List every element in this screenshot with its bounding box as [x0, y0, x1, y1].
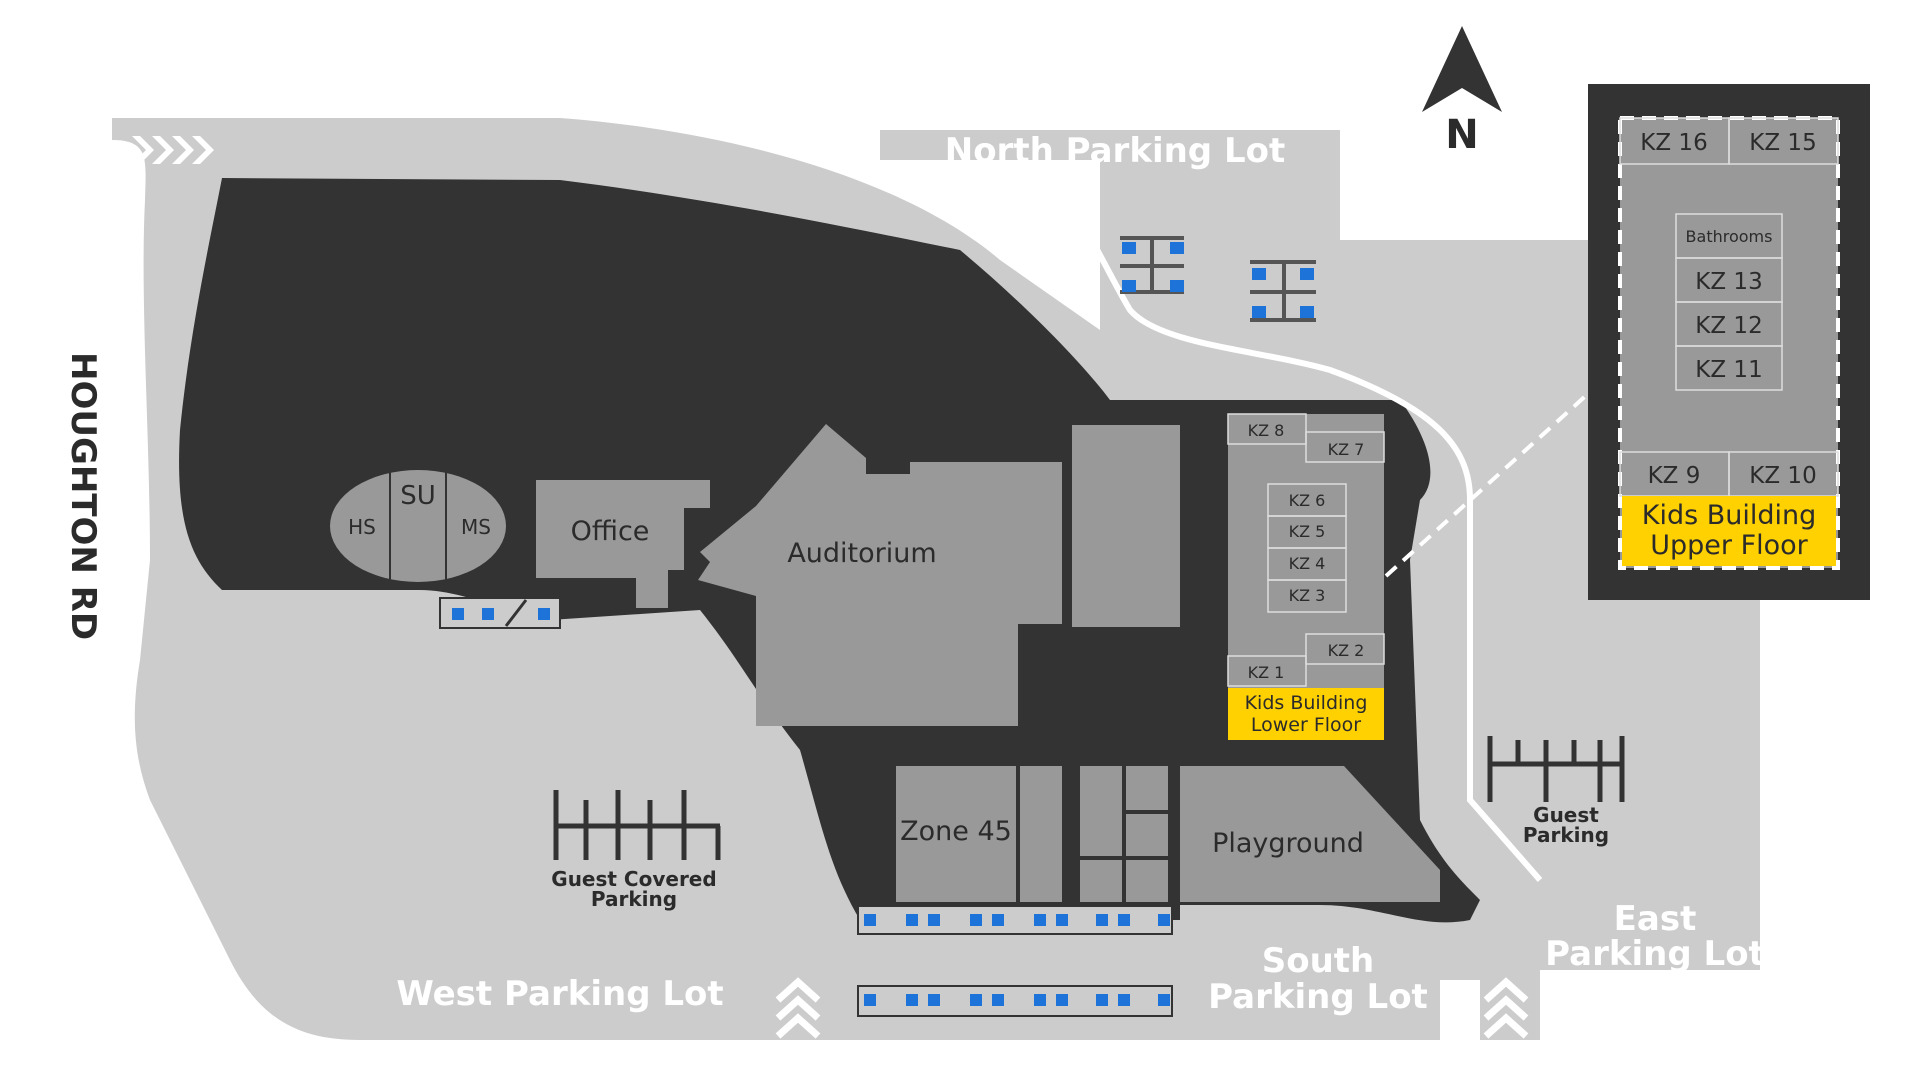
small-rooms-block	[1080, 766, 1168, 902]
kz13-label: KZ 13	[1695, 269, 1762, 295]
roadway-line	[1018, 157, 1543, 882]
kz11-label: KZ 11	[1695, 357, 1762, 383]
north-arrow-icon: N	[1422, 26, 1502, 158]
su-label: SU	[400, 481, 436, 511]
accessible-parking-icon	[538, 608, 550, 620]
guest-covered-label-1: Guest Covered	[551, 867, 716, 891]
road-label: HOUGHTON RD	[63, 352, 103, 640]
kids-upper-label-1: Kids Building	[1642, 500, 1817, 531]
kids-lower-label-2: Lower Floor	[1251, 714, 1361, 736]
kz16-label: KZ 16	[1640, 130, 1707, 156]
accessible-parking-su	[439, 597, 561, 629]
west-lot-label: West Parking Lot	[396, 974, 723, 1014]
compass-label: N	[1445, 112, 1478, 158]
kz2-label: KZ 2	[1328, 641, 1365, 660]
playground-area: Playground	[1180, 766, 1440, 902]
kids-upper-label-2: Upper Floor	[1650, 530, 1808, 561]
kz4-label: KZ 4	[1289, 554, 1326, 573]
kz1-label: KZ 1	[1248, 663, 1285, 682]
kz12-label: KZ 12	[1695, 313, 1762, 339]
accessible-parking-icon	[452, 608, 464, 620]
accessible-parking-icon	[482, 608, 494, 620]
kz8-label: KZ 8	[1248, 421, 1285, 440]
kz7-label: KZ 7	[1328, 440, 1365, 459]
hs-label: HS	[348, 515, 376, 539]
guest-parking-label-1: Guest	[1533, 803, 1599, 827]
kids-building-upper: KZ 16 KZ 15 Bathrooms KZ 13 KZ 12 KZ 11 …	[1588, 84, 1870, 600]
guest-parking-label-2: Parking	[1523, 823, 1609, 847]
kids-lower-label-1: Kids Building	[1245, 692, 1368, 714]
north-lot-label: North Parking Lot	[945, 131, 1286, 171]
office-building: Office	[536, 480, 710, 608]
kids-building-lower: KZ 8 KZ 7 KZ 6 KZ 5 KZ 4 KZ 3 KZ 2 KZ 1 …	[1227, 413, 1385, 740]
entrance-chevrons-south	[775, 977, 1529, 1039]
guest-covered-label-2: Parking	[591, 887, 677, 911]
student-union-building: SU HS MS	[330, 470, 506, 582]
kids-upper-highlight	[1622, 496, 1836, 566]
kz10-label: KZ 10	[1749, 463, 1816, 489]
south-lot-label-2: Parking Lot	[1208, 977, 1428, 1017]
kz15-label: KZ 15	[1749, 130, 1816, 156]
bathrooms-label: Bathrooms	[1686, 227, 1773, 246]
accessible-parking-south	[857, 905, 1173, 1017]
unlabeled-building	[1072, 425, 1180, 627]
east-lot-label-2: Parking Lot	[1545, 934, 1765, 974]
ms-label: MS	[461, 515, 491, 539]
zone45-label: Zone 45	[900, 816, 1012, 847]
east-lot-label-1: East	[1614, 899, 1697, 939]
kz6-label: KZ 6	[1289, 491, 1326, 510]
playground-label: Playground	[1212, 828, 1364, 859]
entrance-chevrons-northwest	[132, 136, 214, 164]
south-lot-label-1: South	[1262, 941, 1375, 981]
accessible-parking-north	[1120, 236, 1316, 322]
office-label: Office	[571, 516, 650, 547]
guest-covered-parking-stalls	[553, 790, 721, 860]
kz5-label: KZ 5	[1289, 522, 1326, 541]
kz3-label: KZ 3	[1289, 586, 1326, 605]
auditorium-label: Auditorium	[787, 538, 936, 569]
kz9-label: KZ 9	[1648, 463, 1701, 489]
zone-45-building: Zone 45	[896, 766, 1062, 902]
guest-parking-stalls	[1487, 736, 1625, 802]
auditorium-building: Auditorium	[698, 424, 1062, 726]
kids-lower-highlight	[1228, 688, 1384, 740]
